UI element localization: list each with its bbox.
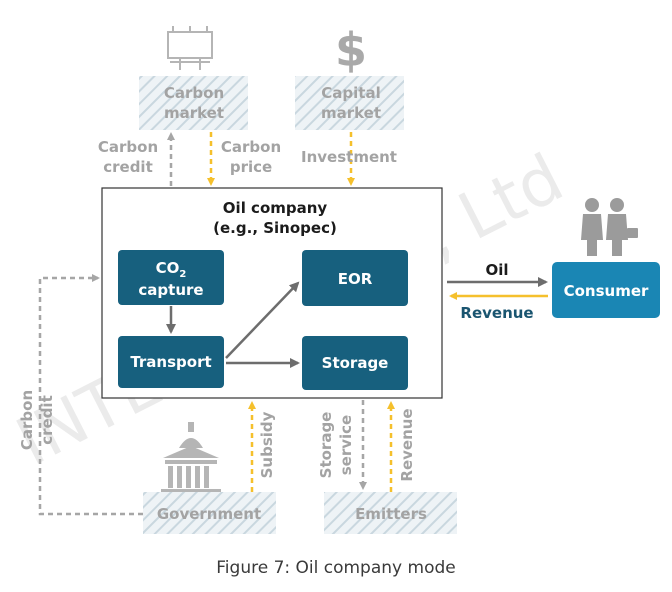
emitter-revenue-label: Revenue (398, 408, 416, 481)
subsidy-label: Subsidy (258, 411, 276, 478)
carbon-market-label-1: Carbon (164, 84, 224, 102)
emitters-label: Emitters (355, 505, 427, 523)
oil-label: Oil (485, 261, 508, 279)
emitters-node (324, 492, 457, 534)
storage-label: Storage (322, 354, 389, 372)
transport-label: Transport (130, 353, 211, 371)
figure-caption: Figure 7: Oil company mode (216, 558, 456, 578)
left-carbon-label-1: Carbon (18, 390, 36, 450)
co2-capture-label-2: capture (138, 281, 203, 299)
billboard-icon (167, 26, 213, 70)
people-icon (581, 198, 638, 256)
oil-company-title: Oil company (223, 199, 328, 217)
investment-label: Investment (301, 148, 397, 166)
transport-to-eor-arrow (225, 281, 300, 359)
left-credit-label-2: credit (38, 395, 56, 445)
oil-company-subtitle: (e.g., Sinopec) (213, 219, 337, 237)
capital-market-label-1: Capital (321, 84, 380, 102)
government-node (143, 492, 276, 534)
government-carbon-credit-arrow (38, 274, 143, 516)
capital-market-node (295, 76, 404, 130)
capital-market-label-2: market (321, 104, 381, 122)
carbon-credit-label-2: credit (103, 158, 153, 176)
carbon-market-node (139, 76, 248, 130)
storage-service-label-2: service (337, 415, 355, 475)
co2-capture-box (118, 250, 224, 305)
government-building-icon (161, 422, 221, 494)
transport-box (118, 336, 224, 388)
eor-label: EOR (338, 270, 373, 288)
carbon-credit-label-1: Carbon (98, 138, 158, 156)
storage-service-label-1: Storage (317, 412, 335, 479)
co2-capture-label-1: CO2 (156, 259, 187, 280)
consumer-label: Consumer (564, 282, 649, 300)
eor-box (302, 250, 408, 306)
carbon-price-label-1: Carbon (221, 138, 281, 156)
carbon-market-label-2: market (164, 104, 224, 122)
revenue-label: Revenue (460, 304, 533, 322)
consumer-box (552, 262, 660, 318)
dollar-icon: $ (335, 23, 367, 77)
carbon-price-label-2: price (230, 158, 272, 176)
government-label: Government (157, 505, 261, 523)
storage-box (302, 336, 408, 390)
